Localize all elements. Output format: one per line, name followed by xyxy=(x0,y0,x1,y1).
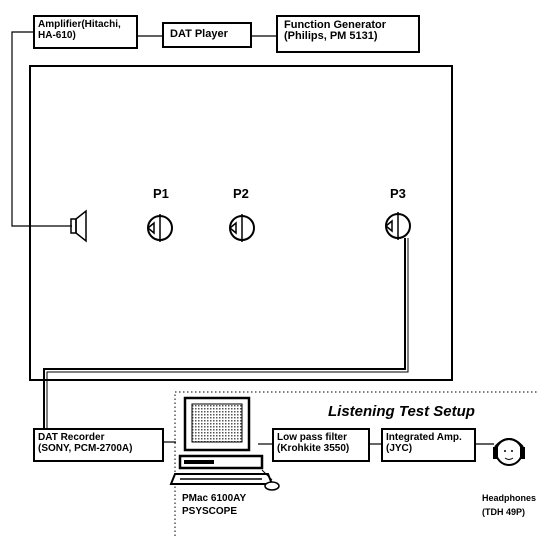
dat-recorder-line2: (SONY, PCM-2700A) xyxy=(38,443,133,454)
headphones-label-line2: (TDH 49P) xyxy=(482,507,526,517)
function-generator-line2: (Philips, PM 5131) xyxy=(284,30,378,42)
p3-to-recorder-cable-shadow xyxy=(46,238,409,428)
headphones-label: Headphones (TDH 49P) xyxy=(482,493,536,518)
amplifier-line2: HA-610) xyxy=(38,30,76,41)
computer-label-line2: PSYSCOPE xyxy=(182,506,238,517)
computer-icon xyxy=(169,396,280,491)
microphone-p3-icon xyxy=(385,212,411,240)
amplifier-box: Amplifier(Hitachi, HA-610) xyxy=(33,15,138,49)
headphones-icon xyxy=(493,438,525,466)
amplifier-to-speaker-cable xyxy=(11,31,72,227)
amplifier-line1: Amplifier(Hitachi, xyxy=(38,19,121,30)
lowpass-filter-line2: (Krohkite 3550) xyxy=(277,443,350,454)
integrated-amp-line2: (JYC) xyxy=(386,443,413,454)
p3-to-recorder-cable xyxy=(43,238,406,428)
room-outline xyxy=(29,65,453,381)
point-label-p3: P3 xyxy=(390,186,406,201)
integrated-amp-box: Integrated Amp. (JYC) xyxy=(381,428,476,462)
point-label-p1: P1 xyxy=(153,186,169,201)
dat-recorder-line1: DAT Recorder xyxy=(38,432,105,443)
integrated-amp-line1: Integrated Amp. xyxy=(386,432,462,443)
lowpass-filter-box: Low pass filter (Krohkite 3550) xyxy=(272,428,370,462)
lowpass-filter-line1: Low pass filter xyxy=(277,432,348,443)
function-generator-box: Function Generator (Philips, PM 5131) xyxy=(276,15,420,53)
microphone-p1-icon xyxy=(147,214,173,242)
dat-player-label: DAT Player xyxy=(170,28,228,40)
headphones-label-line1: Headphones xyxy=(482,493,537,503)
speaker-icon xyxy=(70,209,87,243)
computer-label: PMac 6100AY PSYSCOPE xyxy=(182,493,246,517)
microphone-p2-icon xyxy=(229,214,255,242)
listening-test-region xyxy=(174,391,539,536)
dat-player-box: DAT Player xyxy=(162,22,252,48)
point-label-p2: P2 xyxy=(233,186,249,201)
dat-recorder-box: DAT Recorder (SONY, PCM-2700A) xyxy=(33,428,164,462)
function-generator-line1: Function Generator xyxy=(284,19,387,31)
listening-test-title: Listening Test Setup xyxy=(328,403,475,420)
computer-label-line1: PMac 6100AY xyxy=(182,493,247,504)
